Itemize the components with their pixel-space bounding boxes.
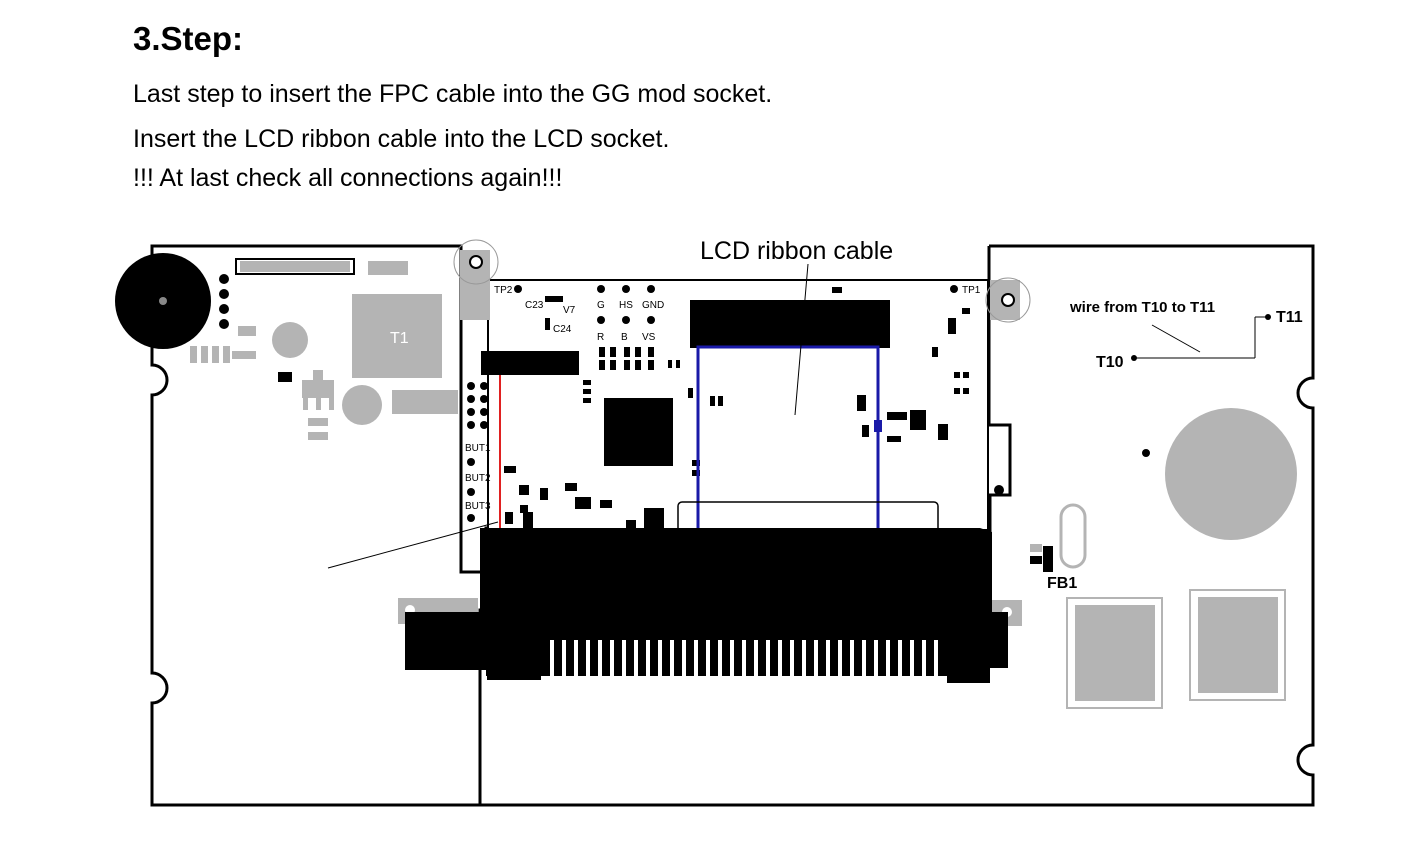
wire-note: wire from T10 to T11 xyxy=(1069,299,1215,316)
connector-pins xyxy=(550,640,938,676)
lcd-ribbon-outline xyxy=(696,345,880,528)
tp2-label: TP2 xyxy=(494,285,513,296)
right-speaker xyxy=(1165,408,1297,540)
fb1-label: FB1 xyxy=(1047,575,1077,592)
c23-label: C23 xyxy=(525,300,544,311)
instruction-line-3: !!! At last check all connections again!… xyxy=(133,164,563,192)
g-pin-label: G xyxy=(597,300,605,311)
instruction-line-1: Last step to insert the FPC cable into t… xyxy=(133,80,773,108)
t10-label: T10 xyxy=(1096,354,1124,371)
but3-label: BUT3 xyxy=(465,501,491,512)
hs-pin-label: HS xyxy=(619,300,633,311)
transformer-t1 xyxy=(352,294,442,378)
left-board-outline xyxy=(150,244,490,807)
t1-label: T1 xyxy=(390,330,409,347)
c24-label: C24 xyxy=(553,324,572,335)
r-pin-label: R xyxy=(597,332,604,343)
instruction-line-2: Insert the LCD ribbon cable into the LCD… xyxy=(133,125,670,153)
but2-label: BUT2 xyxy=(465,473,491,484)
step-heading: 3.Step: xyxy=(133,20,244,57)
t11-label: T11 xyxy=(1276,309,1303,326)
b-pin-label: B xyxy=(621,332,628,343)
tp1-label: TP1 xyxy=(962,285,981,296)
main-connector xyxy=(405,528,1008,683)
lcd-ribbon-callout: LCD ribbon cable xyxy=(700,237,893,265)
gnd-pin-label: GND xyxy=(642,300,664,311)
but1-label: BUT1 xyxy=(465,443,491,454)
vs-pin-label: VS xyxy=(642,332,656,343)
v7-label: V7 xyxy=(563,305,576,316)
